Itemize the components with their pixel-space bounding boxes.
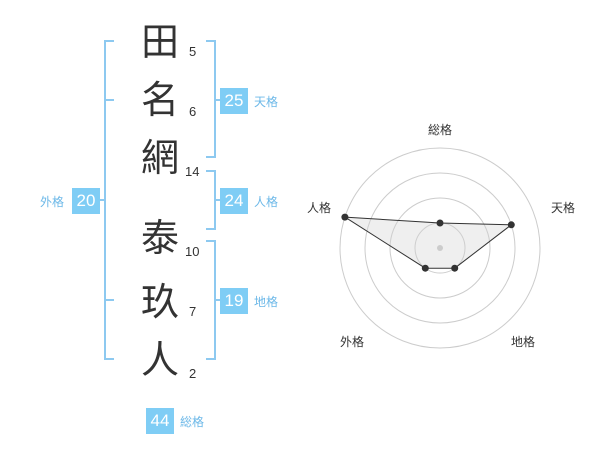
radar-axis-label-chikaku: 地格 <box>511 335 536 349</box>
jinkaku-bracket-tick <box>214 199 222 201</box>
chikaku-bracket-tick <box>214 299 222 301</box>
gaikaku-score: 20 <box>72 188 100 214</box>
radar-point-2 <box>507 221 515 229</box>
name-char-5: 玖 <box>140 280 179 324</box>
radar-grid-ring <box>389 197 491 299</box>
radar-series-area <box>344 216 513 269</box>
radar-grid-ring <box>364 172 516 324</box>
stroke-count-4: 10 <box>185 244 200 259</box>
gaikaku-inner-tick-1 <box>106 99 114 101</box>
radar-center-dot <box>437 245 443 251</box>
gaikaku-label: 外格 <box>40 195 65 209</box>
stroke-count-1: 5 <box>189 44 197 59</box>
chikaku-score: 19 <box>220 288 248 314</box>
name-char-4: 泰 <box>140 216 179 260</box>
radar-axis-label-soukaku: 総格 <box>428 123 453 137</box>
soukaku-score: 44 <box>146 408 174 434</box>
stroke-count-3: 14 <box>185 164 200 179</box>
gaikaku-inner-tick-2 <box>106 299 114 301</box>
stroke-count-5: 7 <box>189 304 197 319</box>
name-char-1: 田 <box>140 20 179 64</box>
radar-grid-ring <box>339 147 541 349</box>
tenkaku-label: 天格 <box>254 95 279 109</box>
radar-axis-label-gaikaku: 外格 <box>340 335 365 349</box>
chikaku-label: 地格 <box>254 295 279 309</box>
tenkaku-bracket-tick <box>214 99 222 101</box>
jinkaku-label: 人格 <box>254 195 279 209</box>
radar-point-5 <box>341 213 349 221</box>
tenkaku-score: 25 <box>220 88 248 114</box>
radar-axis-label-tenkaku: 天格 <box>551 201 576 215</box>
gaikaku-bracket-tick <box>96 199 104 201</box>
name-char-6: 人 <box>140 338 179 382</box>
stroke-count-2: 6 <box>189 104 197 119</box>
soukaku-label: 総格 <box>180 415 205 429</box>
radar-point-4 <box>421 264 429 272</box>
stroke-count-6: 2 <box>189 366 197 381</box>
radar-point-3 <box>451 264 459 272</box>
radar-axis-label-jinkaku: 人格 <box>307 201 332 215</box>
jinkaku-score: 24 <box>220 188 248 214</box>
radar-point-1 <box>436 219 444 227</box>
name-char-2: 名 <box>140 78 179 122</box>
gaikaku-bracket <box>104 40 114 360</box>
name-char-3: 網 <box>140 136 179 180</box>
